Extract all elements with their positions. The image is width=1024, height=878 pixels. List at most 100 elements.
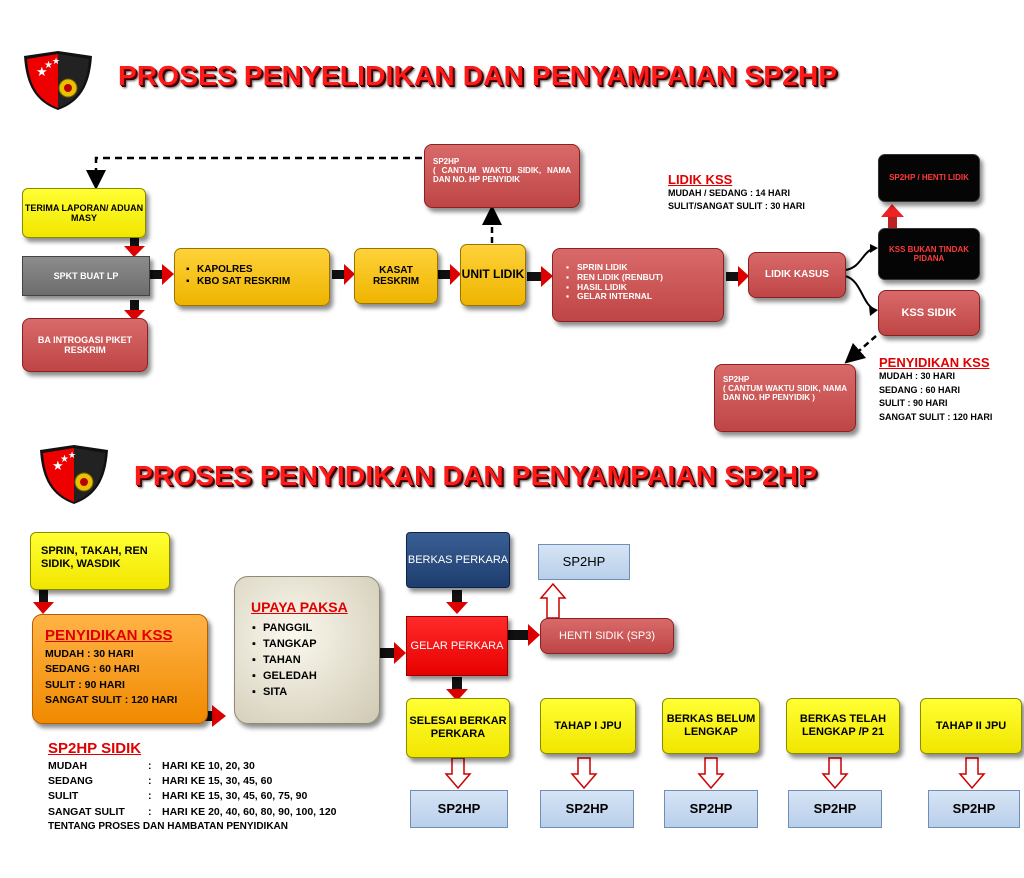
penyidikan-kss-top-line-3: SULIT : 90 HARI — [879, 398, 948, 408]
sidik-row-sangat-sulit: SANGAT SULIT : HARI KE 20, 40, 60, 80, 9… — [48, 805, 398, 820]
block-arrow-spkt-ba — [124, 300, 145, 321]
block-arrow-sprin-lidik — [726, 266, 749, 287]
sp2hp-sidik-block: SP2HP SIDIK MUDAH : HARI KE 10, 20, 30 S… — [48, 740, 398, 834]
sidik-row-key: SEDANG — [48, 775, 93, 788]
hollow-arrow-down-1 — [444, 757, 472, 790]
upaya-paksa-head: UPAYA PAKSA — [251, 599, 348, 615]
penyidikan-kss-top-line-4: SANGAT SULIT : 120 HARI — [879, 411, 993, 422]
sp2hp-top-box: SP2HP ( CANTUM WAKTU SIDIK, NAMA DAN NO.… — [424, 144, 580, 208]
sp2hp-bottom-head: SP2HP — [723, 375, 750, 384]
lidik-kss-block: LIDIK KSS MUDAH / SEDANG : 14 HARI SULIT… — [668, 172, 868, 212]
block-arrow-spkt-kapolres — [150, 264, 174, 285]
berkas-perkara-box: BERKAS PERKARA — [406, 532, 510, 588]
colon: : — [148, 760, 152, 772]
sidik-row-value: HARI KE 10, 20, 30 — [162, 760, 255, 772]
sidik-row-key: SULIT — [48, 790, 79, 803]
dashed-arrow-kss-to-sp2hp — [844, 335, 877, 364]
penyidikan-kss-line-3: SULIT : 90 HARI — [45, 678, 125, 691]
block-arrow-gelar-henti — [508, 624, 540, 646]
penyidikan-kss-top-line-1: MUDAH : 30 HARI — [879, 371, 956, 381]
svg-text:★: ★ — [60, 454, 69, 465]
colon: : — [148, 805, 152, 818]
block-arrow-upaya-gelar — [378, 642, 406, 664]
sprin-takah-box: SPRIN, TAKAH, REN SIDIK, WASDIK — [30, 532, 170, 590]
svg-text:★: ★ — [68, 450, 76, 460]
hollow-arrow-down-2 — [570, 757, 598, 790]
lidik-kss-line-1: MUDAH / SEDANG : 14 HARI — [668, 188, 791, 198]
penyidikan-kss-top-line-2: SEDANG : 60 HARI — [879, 384, 961, 395]
sidik-footer: TENTANG PROSES DAN HAMBATAN PENYIDIKAN — [48, 820, 289, 832]
penyidikan-kss-head: PENYIDIKAN KSS — [45, 627, 173, 644]
sidik-row-value: HARI KE 15, 30, 45, 60, 75, 90 — [162, 790, 308, 803]
hollow-arrow-down-3 — [697, 757, 725, 790]
branch-to-kss-sidik — [844, 275, 877, 311]
kss-bukan-box: KSS BUKAN TINDAK PIDANA — [878, 228, 980, 280]
kbo-item: KBO SAT RESKRIM — [186, 276, 329, 288]
police-logo-top: ★ ★ ★ — [24, 51, 92, 110]
sprin-lidik-box: SPRIN LIDIK REN LIDIK (RENBUT) HASIL LID… — [552, 248, 724, 322]
sidik-row-sedang: SEDANG : HARI KE 15, 30, 45, 60 — [48, 774, 398, 789]
kss-sidik-box: KSS SIDIK — [878, 290, 980, 336]
penyidikan-kss-top-head: PENYIDIKAN KSS — [879, 355, 990, 370]
sp2hp-stage-5-box: SP2HP — [928, 790, 1020, 828]
kapolres-box: KAPOLRES KBO SAT RESKRIM — [174, 248, 330, 306]
lidik-kss-line-2: SULIT/SANGAT SULIT : 30 HARI — [668, 200, 805, 211]
lidik-kss-head: LIDIK KSS — [668, 172, 733, 187]
stage-berkas-belum-box: BERKAS BELUM LENGKAP — [662, 698, 760, 754]
gelar-perkara-box: GELAR PERKARA — [406, 616, 508, 676]
sp2hp-bottom-text: ( CANTUM WAKTU SIDIK, NAMA DAN NO. HP PE… — [723, 384, 847, 403]
svg-text:★: ★ — [36, 64, 48, 79]
bottom-title: PROSES PENYIDIKAN DAN PENYAMPAIAN SP2HP — [134, 460, 818, 491]
block-arrow-berkas-gelar — [446, 590, 468, 614]
hollow-arrow-down-5 — [958, 757, 986, 790]
stage-tahap2-box: TAHAP II JPU — [920, 698, 1022, 754]
ba-introgasi-box: BA INTROGASI PIKET RESKRIM — [22, 318, 148, 372]
terima-laporan-box: TERIMA LAPORAN/ ADUAN MASY — [22, 188, 146, 238]
block-arrow-sprin-penyidikan — [33, 590, 54, 614]
block-arrow-terima-spkt — [124, 236, 145, 257]
block-arrow-gelar-selesai — [446, 677, 468, 701]
sprin-item-1: SPRIN LIDIK — [566, 262, 723, 273]
sidik-row-value: HARI KE 20, 40, 60, 80, 90, 100, 120 — [162, 805, 337, 818]
sp2hp-stage-2-box: SP2HP — [540, 790, 634, 828]
upaya-item-panggil: PANGGIL — [252, 621, 379, 637]
penyidikan-kss-line-1: MUDAH : 30 HARI — [45, 648, 134, 661]
sp2hp-bottom-box: SP2HP ( CANTUM WAKTU SIDIK, NAMA DAN NO.… — [714, 364, 856, 432]
sidik-row-key: MUDAH — [48, 760, 88, 772]
penyidikan-kss-top-block: PENYIDIKAN KSS MUDAH : 30 HARI SEDANG : … — [879, 355, 1024, 424]
sp2hp-sidik-head: SP2HP SIDIK — [48, 740, 142, 757]
unit-lidik-box: UNIT LIDIK — [460, 244, 526, 306]
stage-tahap1-box: TAHAP I JPU — [540, 698, 636, 754]
sidik-row-key: SANGAT SULIT — [48, 805, 125, 818]
sprin-item-2: REN LIDIK (RENBUT) — [566, 272, 723, 283]
upaya-item-tahan: TAHAN — [252, 653, 379, 669]
block-arrow-unit-sprin — [527, 266, 553, 287]
upaya-item-geledah: GELEDAH — [252, 669, 379, 685]
colon: : — [148, 790, 152, 803]
upaya-paksa-box: UPAYA PAKSA PANGGIL TANGKAP TAHAN GELEDA… — [234, 576, 380, 724]
sp2hp-stage-1-box: SP2HP — [410, 790, 508, 828]
block-arrow-kasat-unit — [438, 264, 461, 285]
sp2hp-henti-sidik-box: SP2HP — [538, 544, 630, 580]
kasat-box: KASAT RESKRIM — [354, 248, 438, 304]
sidik-row-sulit: SULIT : HARI KE 15, 30, 45, 60, 75, 90 — [48, 789, 398, 804]
sidik-row-mudah: MUDAH : HARI KE 10, 20, 30 — [48, 759, 398, 774]
sp2hp-henti-box: SP2HP / HENTI LIDIK — [878, 154, 980, 202]
stage-selesai-box: SELESAI BERKAR PERKARA — [406, 698, 510, 758]
henti-sidik-box: HENTI SIDIK (SP3) — [540, 618, 674, 654]
hollow-arrow-down-4 — [821, 757, 849, 790]
sp2hp-top-text: ( CANTUM WAKTU SIDIK, NAMA DAN NO. HP PE… — [433, 166, 571, 185]
hollow-arrow-henti-sp2hp — [539, 582, 567, 619]
penyidikan-kss-box: PENYIDIKAN KSS MUDAH : 30 HARI SEDANG : … — [32, 614, 208, 724]
sprin-item-3: HASIL LIDIK — [566, 282, 723, 293]
block-arrow-up-henti — [881, 204, 904, 228]
top-title: PROSES PENYELIDIKAN DAN PENYAMPAIAN SP2H… — [118, 60, 838, 91]
police-logo-bottom: ★ ★ ★ — [40, 445, 108, 504]
svg-text:★: ★ — [52, 458, 64, 473]
upaya-item-sita: SITA — [252, 685, 379, 701]
stage-berkas-lengkap-box: BERKAS TELAH LENGKAP /P 21 — [786, 698, 900, 754]
kapolres-item: KAPOLRES — [186, 264, 329, 276]
spkt-box: SPKT BUAT LP — [22, 256, 150, 296]
sp2hp-stage-3-box: SP2HP — [664, 790, 758, 828]
